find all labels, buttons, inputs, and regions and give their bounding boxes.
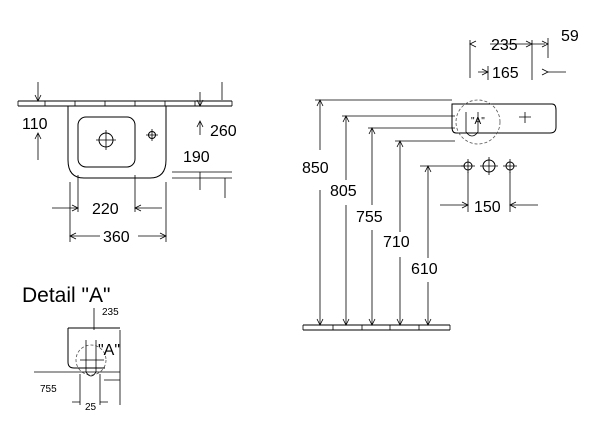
plan-dim-110: 110 (22, 116, 48, 133)
plan-dim-220: 220 (92, 201, 119, 218)
detail-mark-a: "A" (98, 342, 120, 359)
detail-dim-235: 235 (102, 307, 119, 318)
side-dim-150: 150 (474, 199, 501, 216)
side-mark-a: "A" (471, 116, 485, 127)
detail-dim-755: 755 (40, 384, 57, 395)
height-850: 850 (302, 160, 329, 177)
height-610: 610 (411, 261, 438, 278)
side-dim-235: 235 (491, 37, 518, 54)
basin-outline (67, 106, 167, 179)
height-755: 755 (356, 209, 383, 226)
basin-bowl (77, 116, 136, 168)
plan-view (17, 82, 233, 242)
basin-side-outline (451, 103, 557, 134)
plan-dim-190: 190 (183, 149, 210, 166)
plan-dim-260: 260 (210, 123, 237, 140)
detail-a-view (34, 308, 121, 405)
side-elevation (302, 38, 566, 331)
height-805: 805 (330, 183, 357, 200)
side-dim-165: 165 (492, 65, 519, 82)
height-710: 710 (383, 234, 410, 251)
detail-title: Detail "A" (22, 284, 110, 307)
detail-dim-25: 25 (85, 402, 97, 413)
detail-a-circle (455, 99, 501, 145)
side-dim-59: 59 (561, 28, 579, 45)
plan-dim-360: 360 (103, 229, 130, 246)
